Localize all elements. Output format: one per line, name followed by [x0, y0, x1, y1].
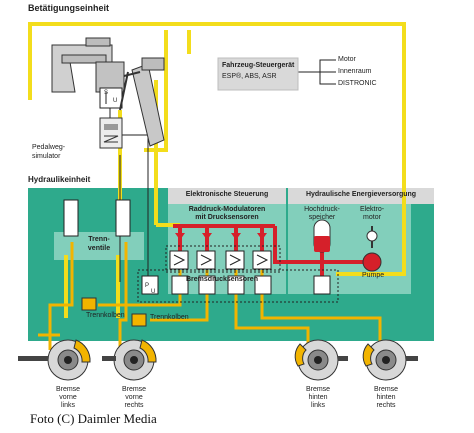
label-brake-front-left: Bremse vorne links — [40, 386, 96, 410]
energy-supply-header — [288, 188, 434, 204]
label-pump: Pumpe — [362, 272, 385, 279]
brake-discs — [18, 339, 418, 381]
valve-letter-u: U — [113, 98, 118, 104]
energy-supply-panel — [288, 204, 411, 294]
brake-front-left-line3: links — [60, 402, 75, 410]
separation-pistons — [81, 297, 147, 327]
label-separation-valves-2: ventile — [87, 245, 111, 252]
label-control-unit-title: Fahrzeug-Steuergerät — [222, 62, 295, 69]
label-modulators-2: mit Drucksensoren — [195, 214, 259, 221]
brake-front-left-line2: vorne — [59, 394, 77, 402]
label-brake-rear-right: Bremse hinten rechts — [358, 386, 414, 410]
brake-front-right-line3: rechts — [124, 402, 144, 410]
sensor-letter-u: U — [151, 289, 156, 295]
label-pedal-simulator-2: simulator — [32, 153, 61, 160]
pressure-sensors — [141, 275, 331, 295]
valve-letter-s: S — [104, 90, 109, 96]
brake-front-right-line1: Bremse — [121, 386, 147, 393]
label-energy-supply: Hydraulische Energieversorgung — [305, 191, 417, 198]
label-modulators-1: Raddruck-Modulatoren — [188, 206, 266, 213]
brake-rear-left-line3: links — [310, 402, 325, 410]
label-system-interior: Innenraum — [338, 68, 372, 75]
label-system-motor: Motor — [338, 56, 356, 63]
brake-rear-left — [294, 339, 348, 381]
label-accumulator-1: Hochdruck- — [304, 206, 340, 213]
brake-rear-left-line2: hinten — [308, 394, 328, 402]
pressure-arrows — [175, 233, 267, 240]
energy-supply-components — [313, 219, 382, 272]
label-pressure-sensors: Bremsdrucksensoren — [186, 276, 258, 283]
label-separation-valves-1: Trenn- — [88, 236, 110, 243]
brake-rear-right-line3: rechts — [376, 402, 396, 410]
label-electronic-control: Elektronische Steuerung — [185, 191, 269, 198]
label-pedal-simulator-1: Pedalweg- — [32, 144, 66, 151]
sensor-letter-p: P — [145, 283, 150, 289]
brake-front-right — [102, 339, 157, 381]
vehicle-control-unit — [217, 57, 299, 91]
brake-actuation-unit — [51, 37, 165, 149]
label-accumulator-2: speicher — [308, 214, 336, 221]
brake-rear-right-line1: Bremse — [373, 386, 399, 393]
electronic-control-header — [168, 188, 286, 204]
label-separation-piston-1: Trennkolben — [86, 312, 125, 319]
label-actuation-unit: Betätigungseinheit — [28, 3, 110, 13]
dashed-boundaries — [137, 245, 339, 303]
label-system-distronic: DISTRONIC — [338, 80, 377, 87]
label-brake-front-right: Bremse vorne rechts — [106, 386, 162, 410]
brake-front-left — [18, 339, 91, 381]
brake-front-right-line2: vorne — [125, 394, 143, 402]
pressure-modulators — [169, 250, 272, 270]
label-brake-rear-left: Bremse hinten links — [290, 386, 346, 410]
label-control-unit-sub: ESP®, ABS, ASR — [222, 73, 277, 80]
label-electric-motor-2: motor — [363, 214, 381, 221]
label-separation-piston-2: Trennkolben — [150, 314, 189, 321]
label-electric-motor-1: Elektro- — [359, 206, 385, 213]
high-pressure-lines — [173, 224, 372, 276]
separation-valves-panel — [54, 232, 144, 260]
photo-credit: Foto (C) Daimler Media — [30, 411, 157, 426]
brake-front-left-line1: Bremse — [55, 386, 81, 393]
brake-rear-right-line2: hinten — [376, 394, 396, 402]
brake-rear-right — [362, 339, 418, 381]
label-hydraulic-unit: Hydraulikeinheit — [28, 175, 91, 184]
brake-rear-left-line1: Bremse — [305, 386, 331, 393]
separation-valves — [63, 199, 131, 237]
